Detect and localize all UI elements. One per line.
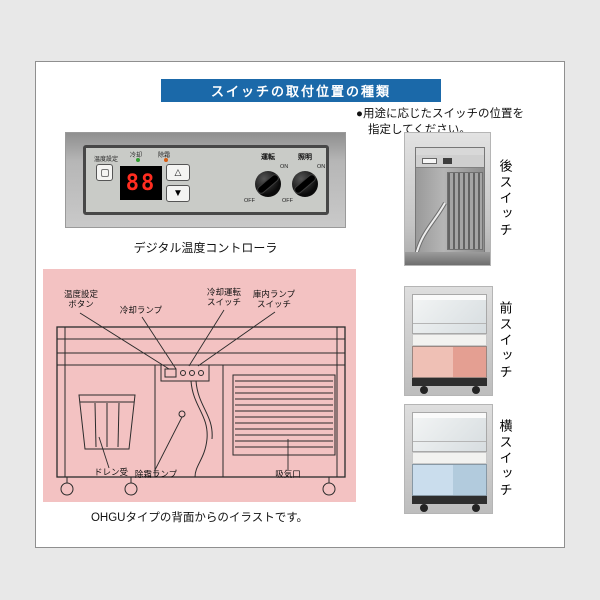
- diagram-caption: OHGUタイプの背面からのイラストです。: [90, 512, 309, 524]
- light-switch-knob: [292, 171, 318, 197]
- controller-photo: 冷却 除霜 温度設定 88 △ ▼ 運転 ON OFF 照明 ON OFF: [65, 132, 346, 228]
- floor-shadow: [405, 252, 490, 265]
- label-cooling-lamp: 冷却ランプ: [119, 305, 163, 315]
- side-switch-label: 横スイッチ: [497, 419, 513, 499]
- case-base: [412, 378, 487, 386]
- control-box: [160, 364, 210, 382]
- page-title: スイッチの取付位置の種類: [161, 79, 441, 102]
- unit-outline: [56, 326, 346, 478]
- label-defrost-lamp: 除霜ランプ: [134, 469, 178, 479]
- display-case-pink: [410, 292, 489, 394]
- light-knob-wing: [292, 172, 318, 196]
- light-off-label: OFF: [282, 198, 293, 204]
- case-base: [412, 496, 487, 504]
- glass-top: [412, 294, 487, 334]
- page-sheet: スイッチの取付位置の種類 ●用途に応じたスイッチの位置を 指定してください。 冷…: [35, 61, 565, 548]
- light-knob-label: 照明: [298, 154, 312, 161]
- caster-wheel: [472, 386, 480, 394]
- label-temp-set-button-l1: 温度設定: [63, 289, 98, 299]
- rear-switch-label: 後スイッチ: [497, 159, 513, 239]
- defrost-indicator-led: [164, 158, 168, 162]
- caster-wheel: [472, 504, 480, 512]
- temp-set-button-ring: [100, 168, 109, 177]
- label-interior-lamp-switch: 庫内ランプ スイッチ: [249, 289, 299, 309]
- label-air-intake: 吸気口: [275, 469, 301, 479]
- controller-panel: 冷却 除霜 温度設定 88 △ ▼ 運転 ON OFF 照明 ON OFF: [83, 145, 329, 215]
- usage-note-line1: ●用途に応じたスイッチの位置を: [356, 108, 524, 120]
- light-on-label: ON: [317, 164, 326, 170]
- controller-caption: デジタル温度コントローラ: [133, 241, 278, 255]
- air-intake-grille: [232, 374, 336, 456]
- case-body-blue: [412, 464, 487, 496]
- front-switch-label: 前スイッチ: [497, 301, 513, 381]
- label-interior-lamp-switch-l1: 庫内ランプ: [252, 289, 296, 299]
- label-cooling-switch: 冷却運転 スイッチ: [201, 287, 247, 307]
- up-button: △: [166, 164, 190, 181]
- label-interior-lamp-switch-l2: スイッチ: [256, 299, 291, 309]
- temp-set-label: 温度設定: [94, 157, 119, 163]
- case-body-pink: [412, 346, 487, 378]
- side-switch-photo: [404, 404, 493, 514]
- label-cooling-switch-l1: 冷却運転: [206, 287, 241, 297]
- run-knob-label: 運転: [261, 154, 275, 161]
- condensing-unit-panel: [416, 155, 484, 168]
- rear-switch-photo: [404, 132, 491, 266]
- label-temp-set-button-l2: ボタン: [68, 299, 94, 309]
- condensing-unit-top: [416, 148, 484, 155]
- rear-view-illustration: [56, 309, 346, 496]
- counter-band: [412, 334, 487, 346]
- casters: [60, 477, 336, 496]
- run-knob-wing: [255, 172, 281, 196]
- run-switch-knob: [255, 171, 281, 197]
- cooling-indicator-label: 冷却: [130, 153, 143, 159]
- condensing-unit: [415, 147, 485, 253]
- condenser-grille: [447, 172, 483, 250]
- condensing-unit-switch: [422, 158, 437, 164]
- display-case-blue: [410, 410, 489, 512]
- drain-hose-edge: [195, 380, 213, 440]
- drain-hose: [190, 380, 208, 478]
- leader-lines: [79, 309, 289, 471]
- caster-wheel: [420, 504, 428, 512]
- rear-view-diagram: 温度設定 ボタン 冷却ランプ 冷却運転 スイッチ 庫内ランプ スイッチ ドレン受…: [43, 269, 356, 502]
- defrost-indicator-label: 除霜: [158, 153, 171, 159]
- label-temp-set-button: 温度設定 ボタン: [57, 289, 105, 309]
- temp-set-button: [96, 164, 113, 181]
- run-off-label: OFF: [244, 198, 255, 204]
- caster-wheel: [420, 386, 428, 394]
- defrost-lamp-dot: [178, 410, 186, 418]
- glass-shelf-line: [413, 323, 486, 324]
- down-button: ▼: [166, 185, 190, 202]
- run-on-label: ON: [280, 164, 289, 170]
- condensing-unit-display: [443, 158, 452, 164]
- glass-top-frame: [413, 413, 486, 418]
- label-drain-pan: ドレン受: [93, 467, 128, 477]
- drain-pan: [78, 394, 136, 450]
- glass-shelf-line: [413, 441, 486, 442]
- counter-band: [412, 452, 487, 464]
- cooling-indicator-led: [136, 158, 140, 162]
- glass-top-frame: [413, 295, 486, 300]
- glass-top: [412, 412, 487, 452]
- label-cooling-switch-l2: スイッチ: [206, 297, 241, 307]
- seven-segment-display: 88: [120, 166, 162, 200]
- front-switch-photo: [404, 286, 493, 396]
- power-cable: [412, 202, 447, 265]
